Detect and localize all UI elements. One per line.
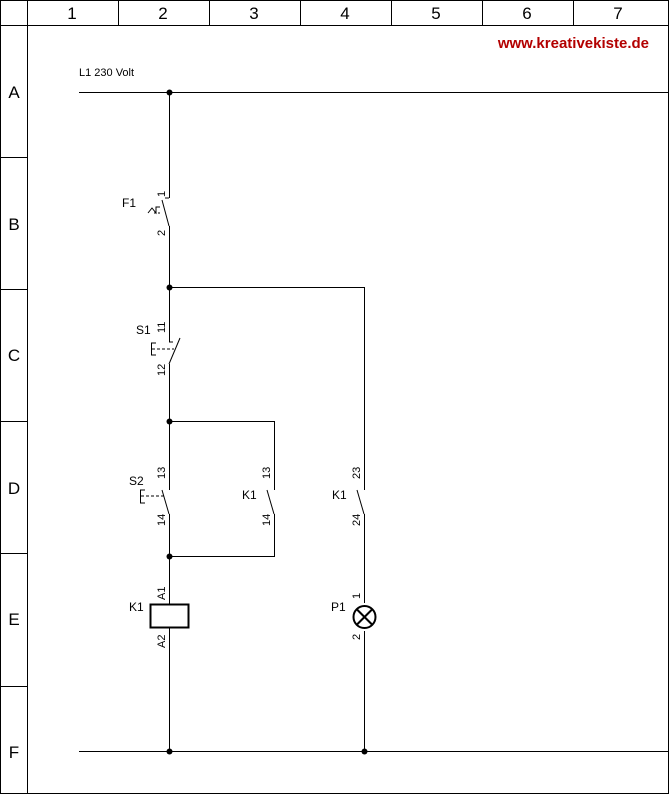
- k1-aux-pin-bottom: 24: [351, 514, 363, 526]
- s1-stop-button: S1 11 12: [136, 322, 181, 376]
- k1-aux-tag: K1: [332, 488, 347, 502]
- f1-tag: F1: [122, 196, 136, 210]
- f1-pin-top: 1: [156, 191, 168, 197]
- website-url[interactable]: www.kreativekiste.de: [497, 35, 649, 52]
- p1-pin-bottom: 2: [351, 634, 363, 640]
- k1-aux-pin-top: 23: [351, 467, 363, 479]
- row-label-a: A: [8, 83, 20, 102]
- p1-pin-top: 1: [351, 593, 363, 599]
- s1-pin-bottom: 12: [156, 364, 168, 376]
- junction-dot: [166, 89, 173, 96]
- column-label-1: 1: [67, 4, 76, 23]
- row-label-e: E: [8, 610, 19, 629]
- junction-dot: [166, 418, 173, 425]
- row-label-c: C: [8, 346, 20, 365]
- junction-dot: [361, 748, 368, 755]
- wiring: [79, 92, 669, 752]
- column-label-4: 4: [340, 4, 349, 23]
- s2-tag: S2: [129, 474, 144, 488]
- supply-label: L1 230 Volt: [79, 67, 134, 79]
- s2-start-button: S2 13 14: [129, 467, 170, 526]
- column-labels: 1 2 3 4 5 6 7: [67, 4, 622, 23]
- k1-holding-contact: K1 13 14: [242, 467, 275, 526]
- junction-dot: [166, 748, 173, 755]
- k1-coil-tag: K1: [129, 600, 144, 614]
- row-label-d: D: [8, 479, 20, 498]
- column-label-5: 5: [431, 4, 440, 23]
- f1-pin-bottom: 2: [156, 230, 168, 236]
- junction-dot: [166, 284, 173, 291]
- column-label-6: 6: [522, 4, 531, 23]
- k1-holding-pin-top: 13: [261, 467, 273, 479]
- row-labels: A B C D E F: [8, 83, 20, 762]
- column-label-7: 7: [613, 4, 622, 23]
- k1-coil-pin-bottom: A2: [156, 635, 168, 648]
- row-label-f: F: [9, 743, 19, 762]
- row-label-b: B: [8, 215, 19, 234]
- coil-icon: [149, 603, 190, 629]
- k1-coil: K1 A1 A2: [129, 587, 190, 648]
- k1-holding-tag: K1: [242, 488, 257, 502]
- p1-tag: P1: [331, 600, 346, 614]
- thermal-trip-icon: [147, 206, 160, 215]
- f1-breaker: F1 1 2: [122, 191, 170, 236]
- s1-pin-top: 11: [156, 322, 168, 333]
- p1-lamp: P1 1 2: [331, 593, 377, 640]
- k1-holding-pin-bottom: 14: [261, 514, 273, 526]
- s2-pin-bottom: 14: [156, 514, 168, 526]
- column-label-3: 3: [249, 4, 258, 23]
- s2-pin-top: 13: [156, 467, 168, 479]
- k1-coil-pin-top: A1: [156, 587, 168, 600]
- k1-aux-contact: K1 23 24: [332, 467, 365, 526]
- junction-dot: [166, 553, 173, 560]
- column-label-2: 2: [158, 4, 167, 23]
- junction-dots: [166, 89, 368, 755]
- s1-tag: S1: [136, 323, 151, 337]
